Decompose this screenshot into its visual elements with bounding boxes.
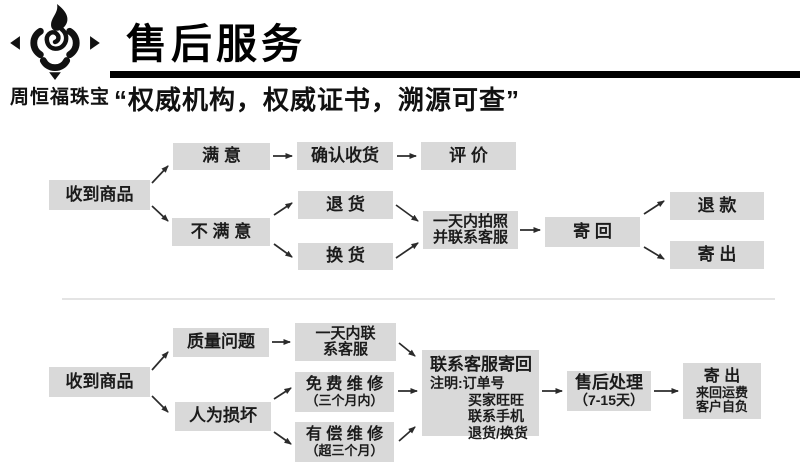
flow-arrow bbox=[273, 243, 293, 258]
processing-sub: （7-15天） bbox=[573, 391, 645, 408]
flow2-node-send-back-info: 联系客服寄回 注明:订单号 买家旺旺 联系手机 退货/换货 bbox=[422, 350, 539, 441]
flow-arrow bbox=[273, 202, 293, 216]
flow1-node-exchange-goods: 换 货 bbox=[298, 243, 393, 270]
flow1-node-satisfied: 满 意 bbox=[173, 143, 270, 170]
flow2-node-human-damage: 人为损坏 bbox=[175, 402, 271, 431]
brand-name: 周恒福珠宝 bbox=[9, 87, 110, 108]
send-back-info-item3: 退货/换货 bbox=[468, 424, 528, 441]
ship-out-sub2: 客户自负 bbox=[695, 398, 748, 414]
flow2-node-contact-1day: 一天内联 系客服 bbox=[295, 323, 396, 361]
brand-logo-icon bbox=[10, 4, 100, 80]
ship-out-sub1: 来回运费 bbox=[695, 384, 748, 400]
free-repair-sub: （三个月内） bbox=[305, 392, 384, 408]
flow-arrow bbox=[151, 165, 169, 184]
flow2-node-received: 收到商品 bbox=[49, 367, 150, 397]
ship-out-title: 寄 出 bbox=[703, 367, 741, 385]
flow-arrow bbox=[398, 426, 416, 442]
free-repair-title: 免 费 维 修 bbox=[305, 376, 384, 394]
flow-arrow bbox=[273, 387, 292, 400]
flow1-node-confirm-receipt: 确认收货 bbox=[297, 142, 393, 170]
flow2-node-processing: 售后处理 （7-15天） bbox=[567, 371, 651, 411]
send-back-info-note: 注明:订单号 bbox=[430, 375, 505, 391]
flow-arrow bbox=[398, 342, 416, 357]
flow-arrow bbox=[643, 200, 665, 215]
flow1-node-received: 收到商品 bbox=[49, 180, 150, 210]
contact-1day-line2: 系客服 bbox=[322, 341, 368, 358]
photo-contact-line2: 并联系客服 bbox=[432, 229, 508, 246]
processing-title: 售后处理 bbox=[575, 372, 643, 392]
photo-contact-line1: 一天内拍照 bbox=[432, 212, 508, 230]
flow1-node-evaluate: 评 价 bbox=[421, 142, 516, 170]
flow1-node-send-out: 寄 出 bbox=[670, 241, 764, 269]
flow-arrow bbox=[151, 205, 169, 222]
flow-arrow bbox=[643, 246, 665, 260]
flow2-node-quality-issue: 质量问题 bbox=[173, 328, 269, 357]
flow2-node-ship-out: 寄 出 来回运费 客户自负 bbox=[683, 363, 761, 419]
flow-arrow bbox=[273, 431, 292, 445]
flow1-node-photo-contact: 一天内拍照 并联系客服 bbox=[423, 211, 518, 249]
flow-arrow bbox=[151, 351, 169, 371]
paid-repair-title: 有 偿 维 修 bbox=[305, 426, 384, 444]
flow2-node-free-repair: 免 费 维 修 （三个月内） bbox=[295, 372, 394, 412]
contact-1day-line1: 一天内联 bbox=[315, 324, 376, 342]
flow1-node-refund: 退 款 bbox=[670, 192, 764, 220]
send-back-info-item1: 买家旺旺 bbox=[468, 391, 524, 408]
flow-arrow bbox=[395, 242, 419, 259]
title-underline bbox=[110, 71, 800, 78]
page-subtitle: “权威机构，权威证书，溯源可查” bbox=[114, 85, 521, 115]
page-title: 售后服务 bbox=[126, 21, 306, 67]
flow1-node-return-goods: 退 货 bbox=[298, 191, 393, 219]
section-divider bbox=[62, 298, 775, 300]
flow-arrow bbox=[151, 395, 169, 413]
flow1-node-send-back: 寄 回 bbox=[545, 217, 640, 247]
send-back-info-item2: 联系手机 bbox=[468, 408, 524, 424]
send-back-info-title: 联系客服寄回 bbox=[430, 355, 532, 374]
flow1-node-unsatisfied: 不 满 意 bbox=[172, 218, 270, 246]
paid-repair-sub: （超三个月） bbox=[305, 442, 384, 458]
flow2-node-paid-repair: 有 偿 维 修 （超三个月） bbox=[295, 422, 394, 462]
flow-arrow bbox=[395, 204, 419, 222]
